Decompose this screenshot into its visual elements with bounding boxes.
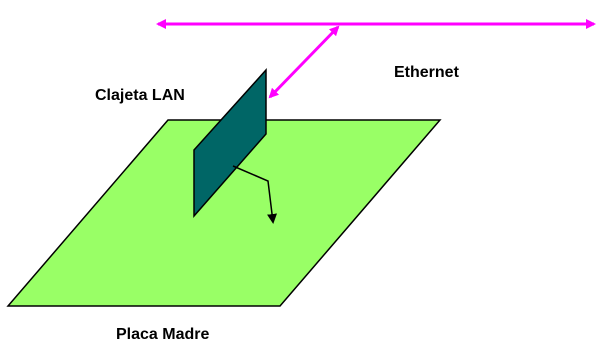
lan-card — [193, 68, 267, 218]
internal-data-arrow — [232, 165, 277, 224]
motherboard-label: Placa Madre — [116, 326, 210, 343]
ethernet-label: Ethernet — [394, 64, 459, 81]
lan-card-label: Clajeta LAN — [95, 87, 185, 104]
motherboard-plane — [6, 119, 442, 307]
card-ethernet-link-arrow — [268, 25, 340, 99]
